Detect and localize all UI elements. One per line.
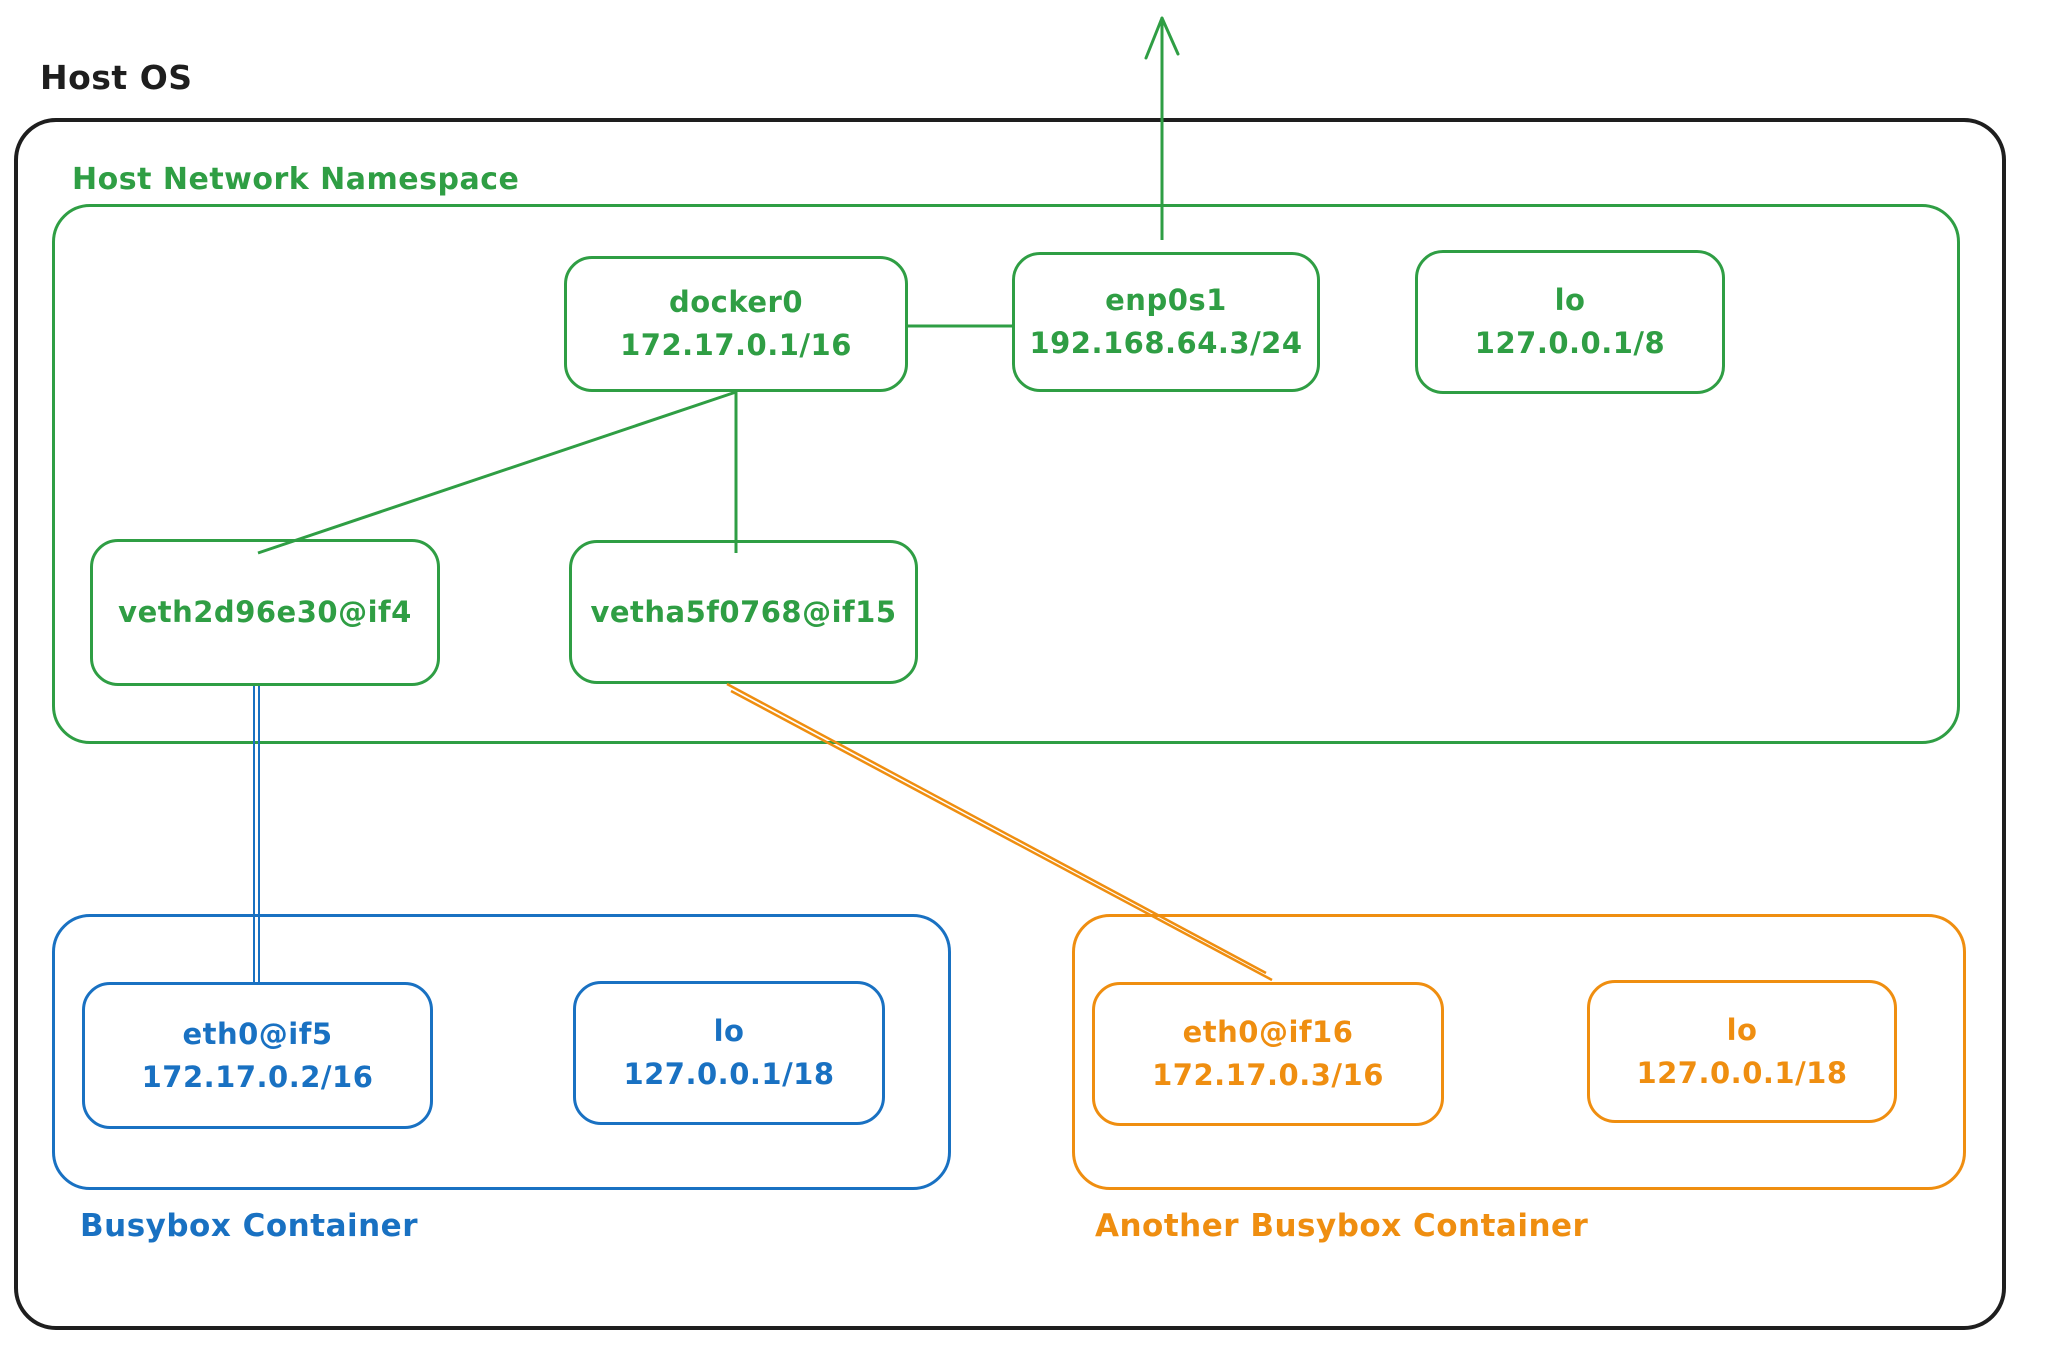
node-host-lo: lo 127.0.0.1/8 xyxy=(1415,250,1725,394)
node-host-lo-ip: 127.0.0.1/8 xyxy=(1474,326,1666,360)
node-busybox-lo: lo 127.0.0.1/18 xyxy=(573,981,885,1125)
node-eth0if16: eth0@if16 172.17.0.3/16 xyxy=(1092,982,1444,1126)
node-eth0if5-name: eth0@if5 xyxy=(182,1016,333,1051)
node-vetha5f0768: vetha5f0768@if15 xyxy=(569,540,918,684)
node-docker0: docker0 172.17.0.1/16 xyxy=(564,256,908,392)
host-os-label: Host OS xyxy=(40,58,193,97)
busybox-container-label: Busybox Container xyxy=(80,1208,418,1244)
node-busybox-lo-name: lo xyxy=(713,1014,745,1049)
node-enp0s1-ip: 192.168.64.3/24 xyxy=(1029,326,1303,360)
host-os-frame xyxy=(14,118,2006,1330)
node-eth0if16-ip: 172.17.0.3/16 xyxy=(1152,1058,1384,1092)
node-veth2d96e30: veth2d96e30@if4 xyxy=(90,539,440,686)
node-eth0if5: eth0@if5 172.17.0.2/16 xyxy=(82,982,433,1129)
busybox-container-frame xyxy=(52,914,951,1190)
node-another-busybox-lo: lo 127.0.0.1/18 xyxy=(1587,980,1897,1123)
node-another-busybox-lo-ip: 127.0.0.1/18 xyxy=(1636,1055,1848,1090)
node-host-lo-name: lo xyxy=(1554,283,1586,318)
another-busybox-container-label: Another Busybox Container xyxy=(1095,1208,1589,1244)
node-docker0-name: docker0 xyxy=(668,285,804,320)
another-busybox-container-frame xyxy=(1072,914,1966,1190)
host-network-namespace-label: Host Network Namespace xyxy=(72,162,520,197)
node-eth0if5-ip: 172.17.0.2/16 xyxy=(141,1059,374,1094)
node-eth0if16-name: eth0@if16 xyxy=(1182,1015,1354,1050)
node-vetha5f0768-name: vetha5f0768@if15 xyxy=(590,594,897,629)
node-busybox-lo-ip: 127.0.0.1/18 xyxy=(623,1057,835,1091)
node-another-busybox-lo-name: lo xyxy=(1726,1012,1758,1047)
node-docker0-ip: 172.17.0.1/16 xyxy=(620,328,852,362)
node-enp0s1-name: enp0s1 xyxy=(1105,283,1227,318)
node-enp0s1: enp0s1 192.168.64.3/24 xyxy=(1012,252,1320,392)
node-veth2d96e30-name: veth2d96e30@if4 xyxy=(118,595,412,630)
